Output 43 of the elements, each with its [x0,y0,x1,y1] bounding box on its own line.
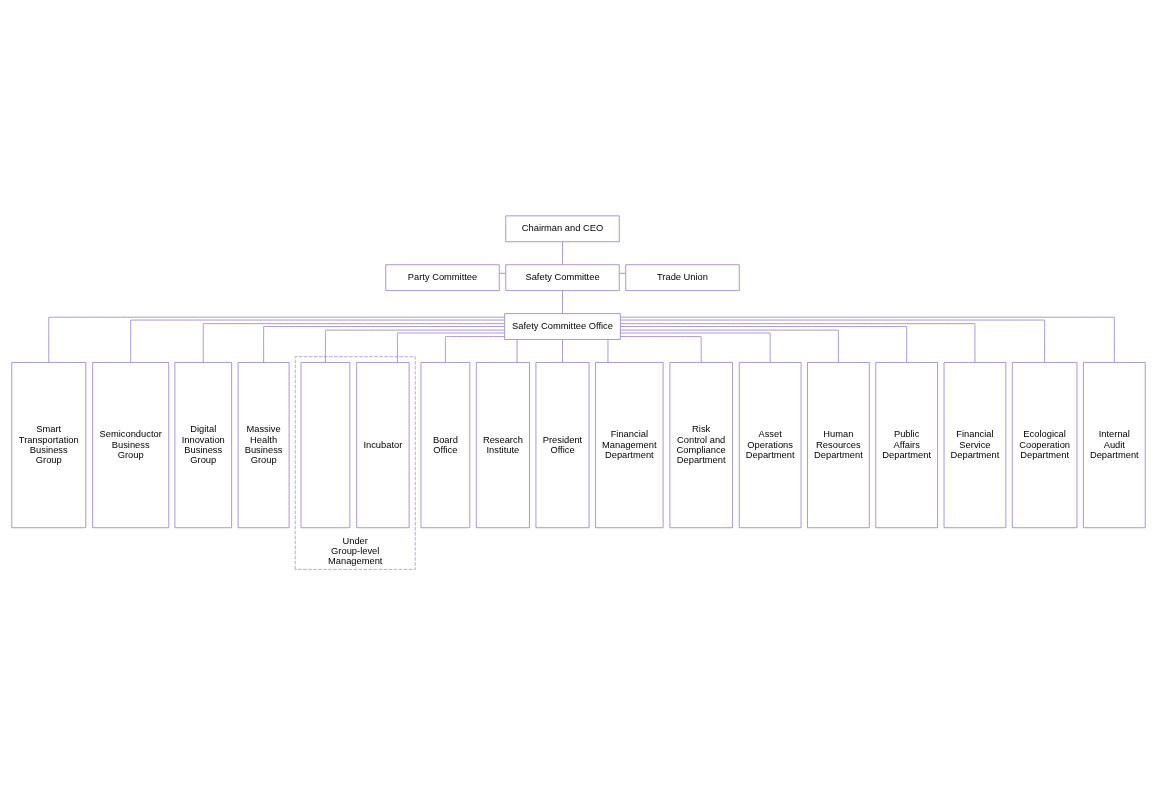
node-box: Party Committee [385,263,500,291]
connector [562,338,563,363]
node-box: Incubator [356,361,410,528]
connector [620,325,908,363]
connector [48,316,505,363]
connector [516,338,518,363]
node-box: Research Institute [475,361,530,528]
connector [620,335,702,363]
node-box: Smart Transportation Business Group [11,361,87,528]
connector [620,316,1115,363]
node-box: Trade Union [625,263,740,291]
node-box: Massive Health Business Group [237,361,290,528]
connector [620,329,839,363]
connector [325,329,505,363]
node-box: Internal Audit Department [1083,361,1146,528]
node-box: Semiconductor Business Group [92,361,170,528]
node-box: Asset Operations Department [738,361,802,528]
node-box: Human Resources Department [807,361,870,528]
connector [397,332,505,363]
connector [263,325,505,363]
connector [620,322,976,363]
node-box: Financial Service Department [943,361,1007,528]
connector [444,335,506,363]
connector [619,332,771,363]
connector [607,338,609,363]
node-box: Digital Innovation Business Group [174,361,233,528]
connector [202,322,505,363]
node-box [300,361,351,528]
connector [620,319,1046,363]
node-box: Risk Control and Compliance Department [669,361,733,528]
connector [562,289,563,314]
node-box: Safety Committee [505,263,620,291]
node-box: Ecological Cooperation Department [1011,361,1078,528]
node-box: Public Affairs Department [875,361,938,528]
connector [618,272,627,274]
node-box: Chairman and CEO [505,214,620,242]
node-box: Financial Management Department [595,361,664,528]
connector [130,319,505,363]
node-box: Safety Committee Office [504,312,621,340]
connector [562,240,563,265]
node-box: Board Office [420,361,471,528]
node-box: President Office [535,361,590,528]
connector [498,272,507,274]
